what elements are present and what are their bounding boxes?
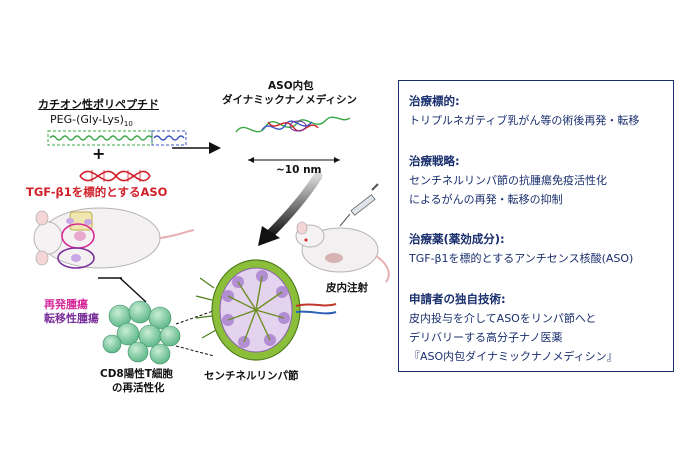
nanomedicine-line2: ダイナミックナノメディシン	[222, 94, 358, 106]
mouse-injection-icon	[295, 183, 390, 283]
section-strategy-line: センチネルリンパ節の抗腫瘍免疫活性化	[409, 174, 607, 187]
connector-dashed	[175, 345, 215, 357]
nanomedicine-icon	[235, 116, 351, 133]
polypeptide-title: カチオン性ポリペプチド	[38, 98, 159, 111]
info-panel: 治療標的: トリプルネガティブ乳がん等の術後再発・転移 治療戦略: センチネルリ…	[398, 80, 674, 372]
section-technology-line: 『ASO内包ダイナミックナノメディシン』	[409, 350, 618, 363]
section-target-line: トリプルネガティブ乳がん等の術後再発・転移	[409, 114, 640, 127]
peg-label-text: PEG-(Gly-Lys)	[50, 113, 124, 126]
section-technology-line: デリバリーする高分子ナノ医薬	[409, 331, 563, 344]
section-target-title: 治療標的:	[409, 94, 460, 108]
section-technology-title: 申請者の独自技術:	[409, 292, 506, 306]
recurrence-label: 再発腫瘍	[44, 298, 88, 311]
connector-dashed	[175, 309, 217, 325]
lymph-node-icon	[195, 259, 337, 361]
aso-label: TGF-β1を標的とするASO	[26, 185, 168, 199]
section-strategy-body: センチネルリンパ節の抗腫瘍免疫活性化 によるがんの再発・転移の抑制	[409, 171, 607, 209]
injection-label: 皮内注射	[326, 282, 368, 294]
mouse-tumor-icon	[33, 207, 195, 269]
section-technology-line: 皮内投与を介してASOをリンパ節へと	[409, 312, 597, 325]
cd8-label-line2: の再活性化	[112, 382, 165, 394]
lymph-node-label: センチネルリンパ節	[204, 370, 299, 382]
illustration-canvas	[33, 116, 390, 365]
plus-sign: +	[92, 144, 106, 163]
inhibition-connector	[98, 277, 147, 303]
curved-arrow	[265, 171, 323, 239]
cd8-t-cell-cluster-icon	[102, 300, 181, 365]
nanomedicine-line1: ASO内包	[268, 80, 314, 92]
section-drug-line: TGF-β1を標的とするアンチセンス核酸(ASO)	[409, 252, 634, 265]
size-label: ~10 nm	[276, 164, 322, 176]
section-drug-title: 治療薬(薬効成分):	[409, 232, 505, 246]
section-target-body: トリプルネガティブ乳がん等の術後再発・転移	[409, 111, 639, 130]
peg-label: PEG-(Gly-Lys)10	[50, 113, 133, 131]
metastasis-label: 転移性腫瘍	[44, 312, 99, 325]
section-strategy-line: によるがんの再発・転移の抑制	[409, 193, 563, 206]
cd8-label-line1: CD8陽性T細胞	[100, 368, 173, 380]
section-strategy-title: 治療戦略:	[409, 154, 460, 168]
peg-subscript: 10	[123, 120, 133, 129]
section-technology-body: 皮内投与を介してASOをリンパ節へと デリバリーする高分子ナノ医薬 『ASO内包…	[409, 309, 618, 366]
section-drug-body: TGF-β1を標的とするアンチセンス核酸(ASO)	[409, 249, 633, 268]
polypeptide-strand	[47, 130, 187, 146]
aso-helix-icon	[79, 170, 151, 182]
